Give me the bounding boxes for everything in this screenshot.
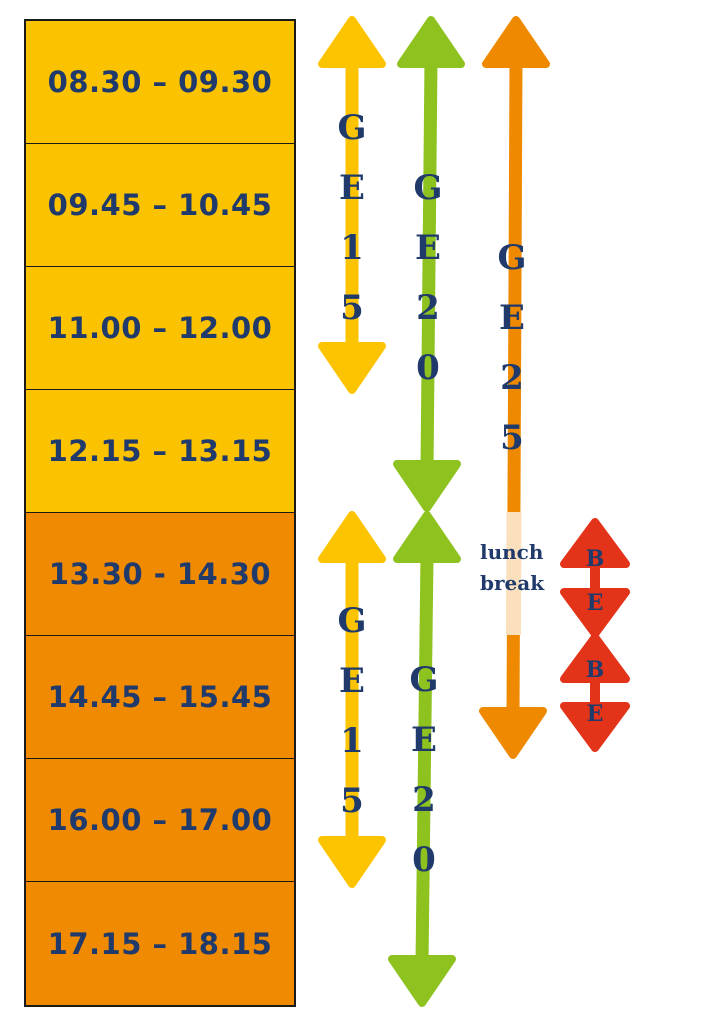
time-slot-2: 09.45 – 10.45	[26, 144, 294, 267]
time-slot-8: 17.15 – 18.15	[26, 882, 294, 1005]
arrowhead-up-icon	[560, 518, 630, 568]
arrowhead-up-icon	[560, 633, 630, 683]
arrow-be-afternoon-1	[560, 518, 630, 638]
arrowhead-down-icon	[560, 588, 630, 638]
time-slot-5: 13.30 - 14.30	[26, 513, 294, 636]
arrowhead-up-icon	[482, 16, 550, 68]
arrow-ge20-morning	[393, 16, 465, 512]
arrowhead-down-icon	[388, 955, 456, 1007]
time-slot-7: 16.00 – 17.00	[26, 759, 294, 882]
arrow-ge25-all-day	[479, 16, 550, 759]
arrow-shaft	[420, 59, 438, 469]
arrow-shaft	[415, 554, 434, 964]
arrowhead-down-icon	[318, 836, 386, 888]
arrowhead-down-icon	[393, 460, 461, 512]
time-slot-1: 08.30 – 09.30	[26, 21, 294, 144]
lunch-break-segment	[505, 511, 522, 636]
lunch-break-label: break	[480, 571, 545, 595]
lunch-break-label: lunch	[480, 540, 544, 564]
time-slot-3: 11.00 – 12.00	[26, 267, 294, 390]
time-slot-4: 12.15 – 13.15	[26, 390, 294, 513]
arrow-label-ge15-morning: GE15	[332, 108, 372, 348]
arrow-ge15-morning	[318, 16, 386, 394]
arrowhead-up-icon	[393, 511, 461, 563]
arrow-label-be-2: BE	[582, 657, 608, 745]
arrow-label-be-1: BE	[582, 546, 608, 634]
time-slot-6: 14.45 – 15.45	[26, 636, 294, 759]
arrow-ge15-afternoon	[318, 511, 386, 888]
arrowhead-down-icon	[560, 702, 630, 752]
arrow-label-ge15-afternoon: GE15	[332, 601, 372, 841]
arrowhead-down-icon	[318, 342, 386, 394]
arrow-be-afternoon-2	[560, 633, 630, 752]
arrowhead-down-icon	[479, 707, 547, 759]
arrowhead-up-icon	[318, 16, 386, 68]
arrow-label-ge20-morning: GE20	[408, 168, 448, 408]
arrow-label-ge20-afternoon: GE20	[404, 660, 444, 900]
arrowhead-up-icon	[318, 511, 386, 563]
arrowhead-up-icon	[397, 16, 465, 68]
arrow-label-ge25: GE25	[492, 238, 532, 478]
arrow-ge20-afternoon	[388, 511, 461, 1007]
